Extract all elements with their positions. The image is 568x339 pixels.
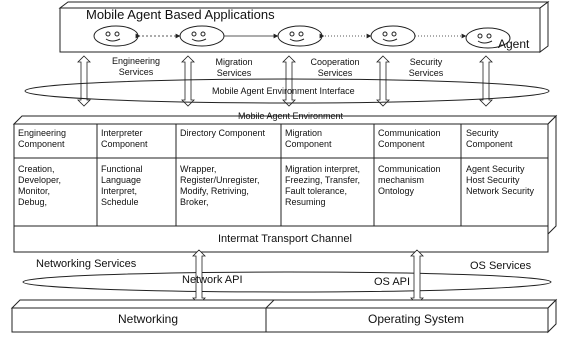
transport-label: Intermat Transport Channel	[218, 233, 352, 245]
bottom-box	[10, 298, 558, 334]
applications-title: Mobile Agent Based Applications	[86, 7, 275, 22]
component-header: Security Component	[466, 128, 513, 149]
component-items: Wrapper, Register/Unregister, Modify, Re…	[180, 164, 260, 207]
environment-title: Mobile Agent Environment	[238, 111, 344, 121]
os-api-label: OS API	[374, 276, 411, 288]
agent-face-icon	[277, 25, 323, 47]
api-arrows	[192, 249, 424, 305]
component-items: Communication mechanism Ontology	[378, 164, 441, 196]
agent-face-icon	[370, 25, 416, 47]
component-header: Interpreter Component	[101, 128, 148, 149]
component-items: Functional Language Interpret, Schedule	[101, 164, 143, 207]
interface-ellipse	[24, 78, 550, 104]
component-header: Migration Component	[285, 128, 332, 149]
network-api-label: Network API	[182, 274, 243, 286]
security-services-label: Security Services	[408, 57, 444, 78]
os-services-label: OS Services	[470, 260, 532, 272]
environment-box	[12, 114, 558, 236]
component-header: Directory Component	[180, 128, 266, 138]
component-items: Agent Security Host Security Network Sec…	[466, 164, 535, 196]
agent-face-icon	[179, 25, 225, 47]
component-items: Creation, Developer, Monitor, Debug,	[18, 164, 62, 207]
networking-services-label: Networking Services	[36, 258, 137, 270]
api-ellipse	[22, 271, 552, 293]
agent-faces	[93, 25, 511, 49]
migration-services-label: Migration Services	[215, 57, 253, 78]
agent-label: Agent	[498, 37, 530, 51]
component-header: Communication Component	[378, 128, 441, 149]
engineering-services-label: Engineering Services	[111, 56, 161, 77]
transport-box	[13, 225, 549, 253]
operating-system-label: Operating System	[368, 312, 465, 326]
cooperation-services-label: Cooperation Services	[310, 57, 360, 78]
component-header: Engineering Component	[18, 128, 67, 149]
component-items: Migration interpret, Freezing, Transfer,…	[285, 164, 361, 207]
agent-face-icon	[93, 25, 139, 47]
service-arrows	[77, 55, 493, 107]
interface-label: Mobile Agent Environment Interface	[212, 86, 355, 96]
networking-label: Networking	[118, 312, 179, 326]
